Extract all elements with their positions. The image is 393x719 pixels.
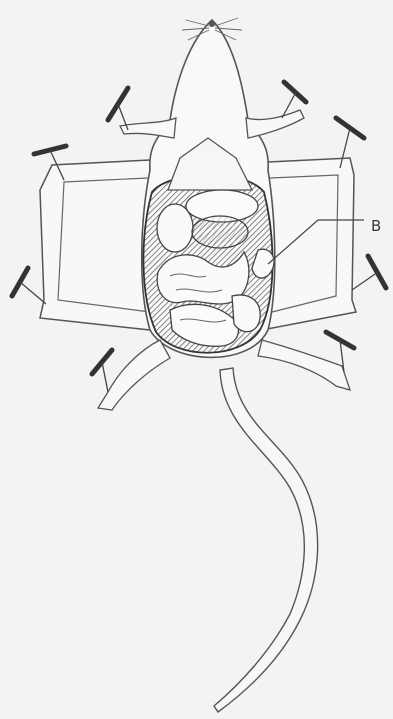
left-forelimb (120, 118, 176, 138)
label-b: B (371, 217, 381, 235)
nose (209, 21, 215, 27)
right-hindlimb (258, 340, 350, 390)
tail (214, 368, 318, 712)
right-forelimb (246, 110, 304, 138)
right-skin-flap (262, 158, 356, 330)
stomach (192, 216, 248, 248)
pin-icon (336, 118, 364, 138)
pin-icon (284, 82, 306, 102)
